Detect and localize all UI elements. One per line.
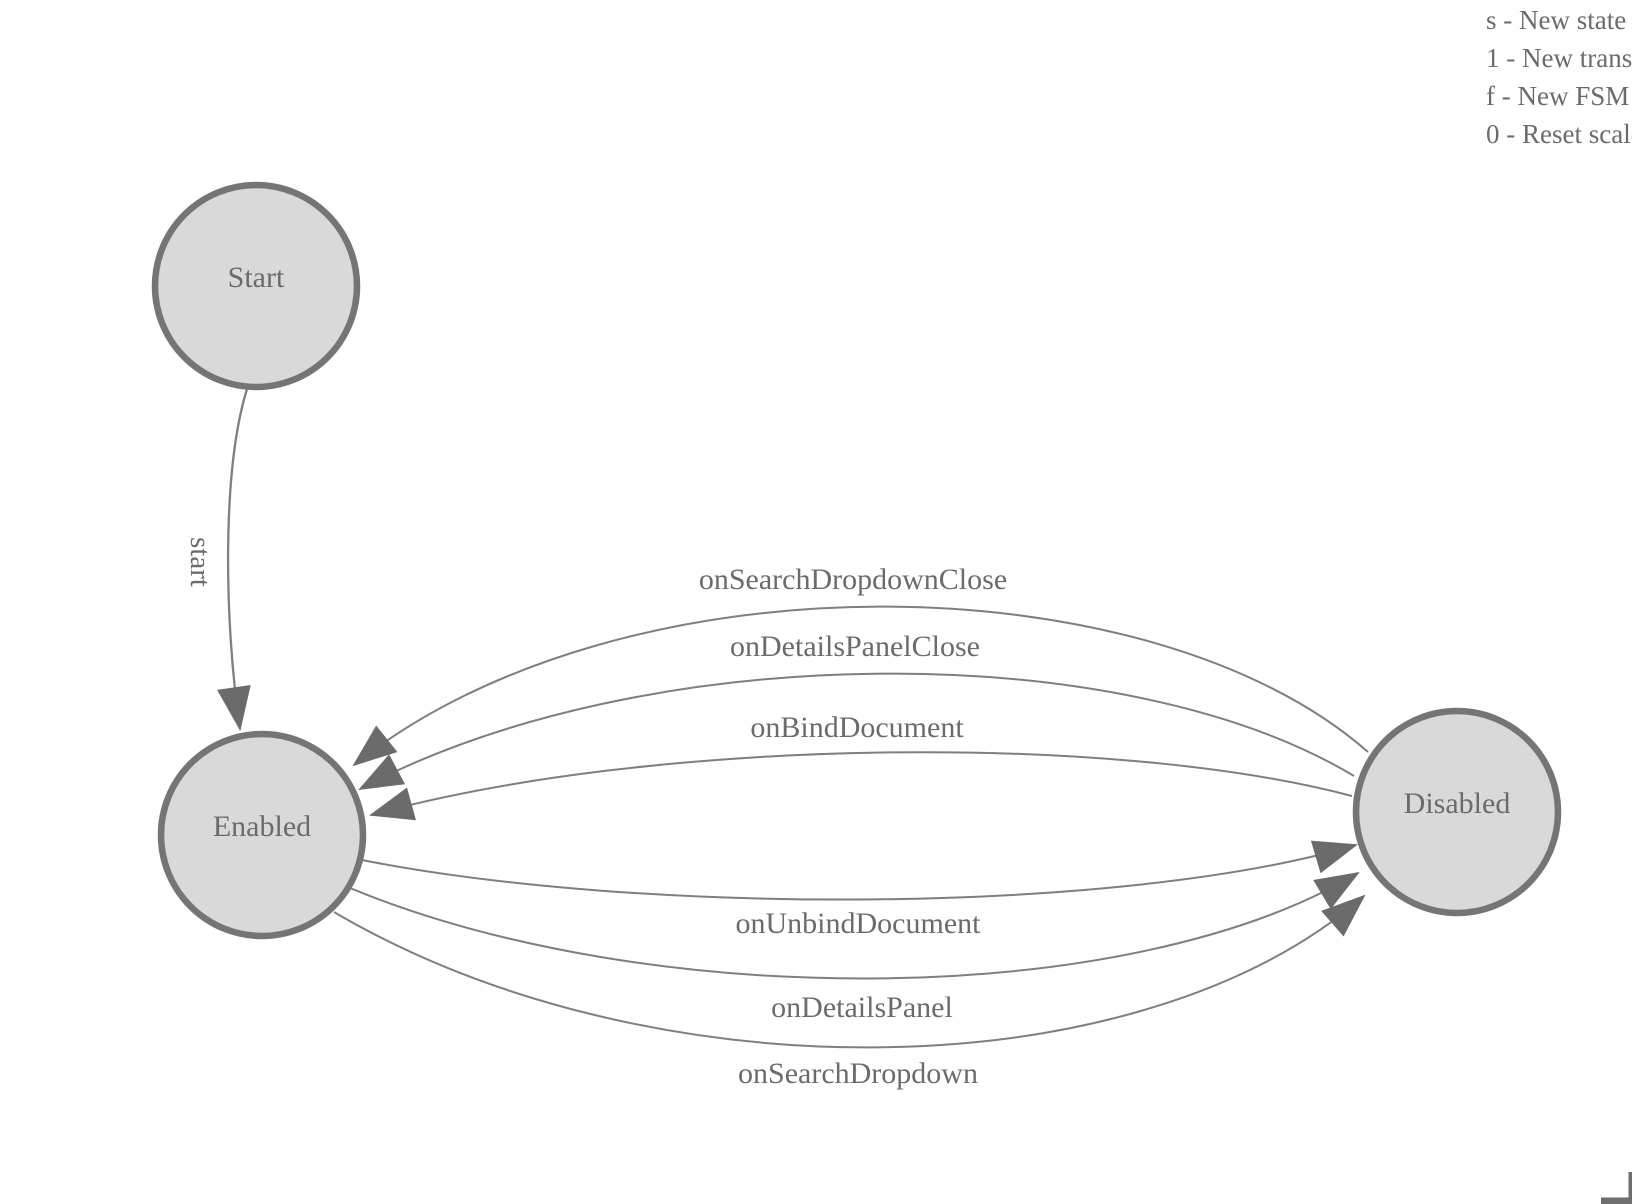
transition-label-onSearchDropdownClose: onSearchDropdownClose xyxy=(699,563,1007,596)
state-start[interactable]: Start xyxy=(151,181,361,391)
legend-line-new-transition: 1 - New transition xyxy=(1486,43,1632,73)
transition-edge-onSearchDropdownClose[interactable] xyxy=(352,605,1369,767)
transition-edge-onSearchDropdown[interactable] xyxy=(333,894,1366,1049)
state-disabled-circle[interactable] xyxy=(1352,707,1562,917)
state-enabled-circle[interactable] xyxy=(157,730,367,940)
transition-edges xyxy=(217,388,1369,1049)
canvas-corner-mark xyxy=(1601,1172,1632,1204)
legend-line-new-fsm: f - New FSM xyxy=(1486,81,1630,111)
state-disabled[interactable]: Disabled xyxy=(1352,707,1562,917)
transition-edge-onDetailsPanelClose[interactable] xyxy=(358,672,1355,790)
state-start-label: Start xyxy=(228,261,285,294)
legend-line-new-state: s - New state xyxy=(1486,5,1627,35)
canvas-corner-horizontal-bar xyxy=(1601,1197,1632,1204)
transition-label-onSearchDropdown: onSearchDropdown xyxy=(738,1057,978,1090)
shortcuts-legend: s - New state 1 - New transition f - New… xyxy=(1486,0,1632,170)
transition-label-onDetailsPanel: onDetailsPanel xyxy=(771,991,953,1024)
state-start-circle[interactable] xyxy=(151,181,361,391)
state-disabled-label: Disabled xyxy=(1404,787,1511,820)
transition-label-start: start xyxy=(184,537,216,587)
legend-line-reset: 0 - Reset scale xyxy=(1486,119,1632,149)
state-enabled[interactable]: Enabled xyxy=(157,730,367,940)
transition-labels: start onSearchDropdownClose onDetailsPan… xyxy=(184,537,1007,1090)
state-enabled-label: Enabled xyxy=(213,810,311,843)
transition-edge-start[interactable] xyxy=(217,388,251,731)
transition-edge-onBindDocument[interactable] xyxy=(369,751,1353,821)
transition-edge-onUnbindDocument[interactable] xyxy=(361,840,1358,901)
transition-label-onBindDocument: onBindDocument xyxy=(750,711,964,744)
transition-edge-onDetailsPanel[interactable] xyxy=(349,871,1360,980)
transition-label-onUnbindDocument: onUnbindDocument xyxy=(736,907,982,940)
transition-label-onDetailsPanelClose: onDetailsPanelClose xyxy=(730,630,980,663)
canvas-corner-vertical-bar xyxy=(1628,1172,1632,1204)
